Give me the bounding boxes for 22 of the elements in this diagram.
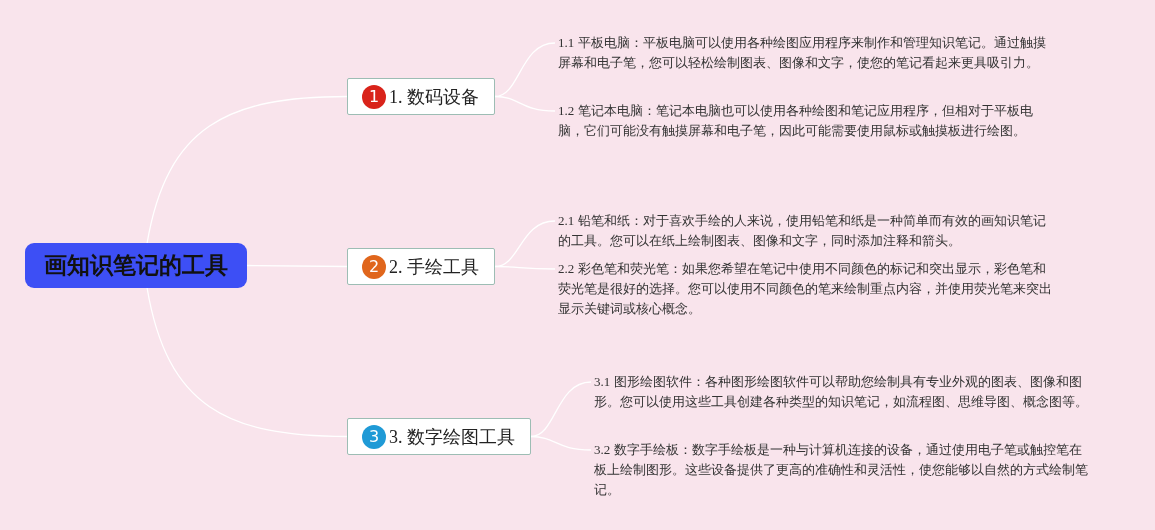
connector-line: [494, 265, 556, 270]
branch-box: [347, 418, 531, 455]
branch-label: 3. 数字绘图工具: [389, 425, 515, 449]
connector-line: [494, 95, 556, 112]
central-topic-box: [25, 243, 247, 288]
branch-label: 2. 手绘工具: [389, 255, 479, 279]
note-text: 2.1 铅笔和纸：对于喜欢手绘的人来说，使用铅笔和纸是一种简单而有效的画知识笔记的工具。您可以在纸上绘制图表、图像和文字，同时添加注释和箭头。: [558, 211, 1058, 251]
connector-line: [146, 95, 348, 244]
number-badge: 2: [362, 254, 386, 279]
number-badge: 1: [362, 84, 386, 109]
branch-box: [347, 248, 495, 285]
connector-line: [146, 287, 348, 438]
note-text: 1.1 平板电脑：平板电脑可以使用各种绘图应用程序来制作和管理知识笔记。通过触摸屏幕和电子笔，您可以轻松绘制图表、图像和文字，使您的笔记看起来更具吸引力。: [558, 33, 1058, 73]
branch-label: 1. 数码设备: [389, 85, 479, 109]
note-text: 1.2 笔记本电脑：笔记本电脑也可以使用各种绘图和笔记应用程序，但相对于平板电脑，它们可能没有触摸屏幕和电子笔，因此可能需要使用鼠标或触摸板进行绘图。: [558, 101, 1058, 141]
topic-title: 画知识笔记的工具: [44, 251, 228, 280]
note-text: 2.2 彩色笔和荧光笔：如果您希望在笔记中使用不同颜色的标记和突出显示，彩色笔和荧光笔是很好的选择。您可以使用不同颜色的笔来绘制重点内容，并使用荧光笔来突出显示关键词或核心概念。: [558, 259, 1058, 319]
branch-box: [347, 78, 495, 115]
number-badge: 3: [362, 424, 386, 449]
connector-line: [530, 435, 592, 451]
note-text: 3.1 图形绘图软件：各种图形绘图软件可以帮助您绘制具有专业外观的图表、图像和图形。您可以使用这些工具创建各种类型的知识笔记，如流程图、思维导图、概念图等。: [594, 372, 1094, 412]
note-text: 3.2 数字手绘板：数字手绘板是一种与计算机连接的设备，通过使用电子笔或触控笔在板上绘制图形。这些设备提供了更高的准确性和灵活性，使您能够以自然的方式绘制笔记。: [594, 440, 1094, 500]
